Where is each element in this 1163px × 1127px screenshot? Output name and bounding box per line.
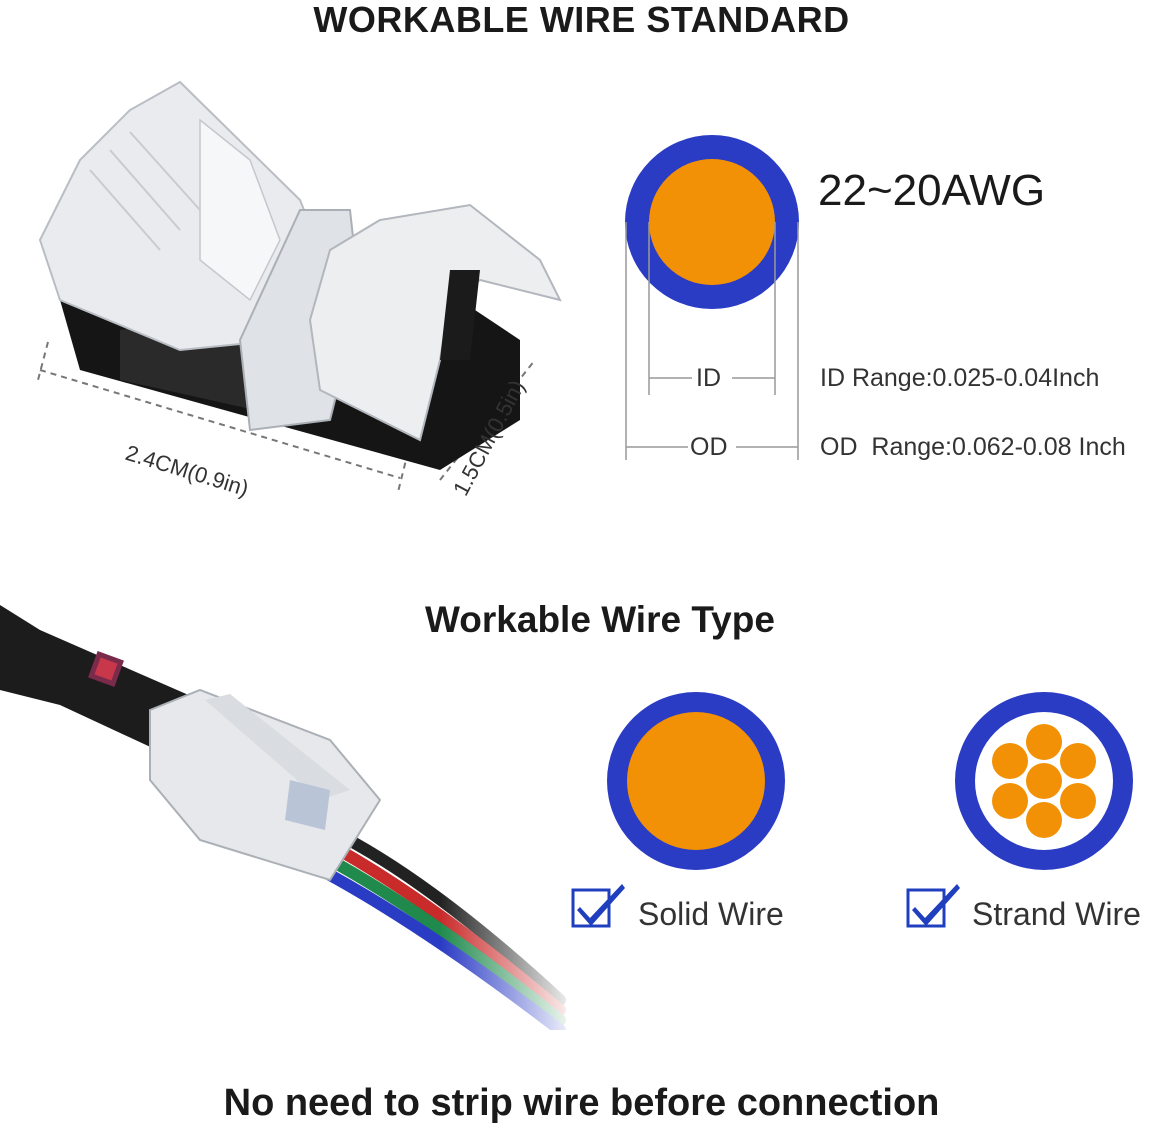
solid-wire-check-icon — [571, 884, 625, 928]
conductor-core — [649, 159, 775, 285]
wire-cross-section-diagram — [625, 135, 799, 460]
id-range: ID Range:0.025-0.04Inch — [820, 364, 1100, 392]
connector-illustration — [37, 80, 562, 493]
led-strip-connection-illustration — [0, 590, 580, 1030]
page-title: WORKABLE WIRE STANDARD — [313, 0, 850, 40]
wire-type-heading: Workable Wire Type — [425, 599, 775, 640]
od-label: OD — [690, 433, 728, 461]
footer-caption: No need to strip wire before connection — [223, 1082, 940, 1124]
solid-conductor — [627, 712, 765, 850]
strand-wire-label: Strand Wire — [972, 896, 1141, 932]
solid-wire-label: Solid Wire — [638, 896, 784, 932]
od-range: OD Range:0.062-0.08 Inch — [820, 433, 1126, 461]
solid-wire-diagram — [607, 692, 785, 870]
strand-wire-diagram — [955, 692, 1133, 870]
id-label: ID — [696, 364, 721, 392]
strand-wire-check-icon — [906, 884, 960, 928]
strand-conductors — [992, 724, 1096, 838]
wire-gauge: 22~20AWG — [818, 166, 1046, 215]
